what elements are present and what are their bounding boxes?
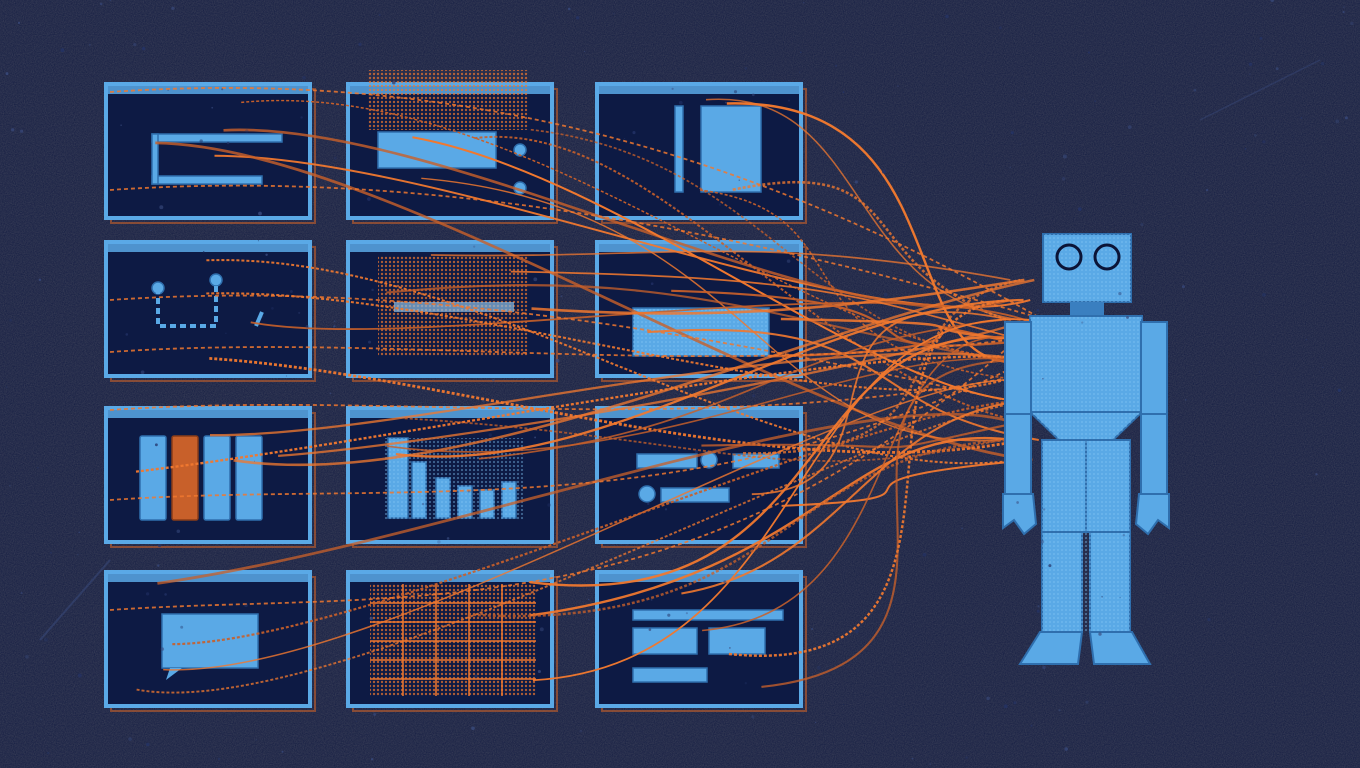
robot-legs-texture <box>1042 440 1130 632</box>
panel-grid <box>104 70 807 712</box>
wire <box>136 399 1031 694</box>
wire <box>751 311 1012 496</box>
robot-eye-right <box>1093 243 1121 271</box>
robot-icon <box>1002 233 1170 665</box>
robot-foot-left <box>1018 631 1084 665</box>
image-window-icon <box>346 240 558 382</box>
wire <box>109 371 1041 411</box>
wire <box>109 184 1041 319</box>
robot-torso-texture <box>1030 316 1142 440</box>
toggle-controls-icon <box>595 406 807 548</box>
robot-arm-lower-right <box>1140 413 1168 495</box>
wire <box>412 136 1011 402</box>
wire <box>209 352 1028 437</box>
bar-chart-icon <box>104 406 316 548</box>
robot-hand-left <box>1002 493 1038 536</box>
form-lines-icon <box>104 82 316 224</box>
wire <box>467 438 1011 618</box>
column-chart-icon <box>346 406 558 548</box>
wire <box>647 328 1039 442</box>
robot-hand-right <box>1134 493 1170 536</box>
wire <box>155 141 1033 462</box>
wire <box>395 298 1024 458</box>
wire <box>135 355 1041 473</box>
chat-window-icon <box>104 570 316 712</box>
flowchart-icon <box>104 240 316 382</box>
wire <box>529 336 1028 587</box>
wire <box>109 294 1041 409</box>
robot-head-texture <box>1043 234 1131 302</box>
robot-arm-upper-left <box>1004 321 1032 415</box>
wire <box>531 278 1025 315</box>
wire <box>241 99 1031 361</box>
robot-arm-lower-left <box>1004 413 1032 495</box>
wire <box>157 412 1006 585</box>
robot-foot-right <box>1088 631 1152 665</box>
wire <box>430 250 1011 281</box>
robot-arm-upper-right <box>1140 321 1168 415</box>
wire <box>172 398 1036 646</box>
wire <box>109 353 1041 501</box>
grid-table-icon <box>346 570 558 712</box>
texture-speckles <box>5 0 1354 765</box>
wire <box>109 317 1041 611</box>
wire <box>109 335 1041 358</box>
layout-blocks-icon <box>595 570 807 712</box>
header-window-icon <box>346 70 558 224</box>
wire <box>163 379 1017 671</box>
wire <box>233 278 1035 467</box>
wire <box>109 87 1041 319</box>
wire <box>702 335 1035 632</box>
wire <box>671 289 1034 347</box>
wire <box>681 398 1033 595</box>
sidebar-window-icon <box>595 82 807 224</box>
wire <box>474 135 1015 421</box>
wire <box>223 128 1010 309</box>
wire-bundle <box>109 87 1041 694</box>
robot-neck <box>1070 302 1104 316</box>
robot-eye-left <box>1055 243 1083 271</box>
wire <box>761 358 1020 688</box>
